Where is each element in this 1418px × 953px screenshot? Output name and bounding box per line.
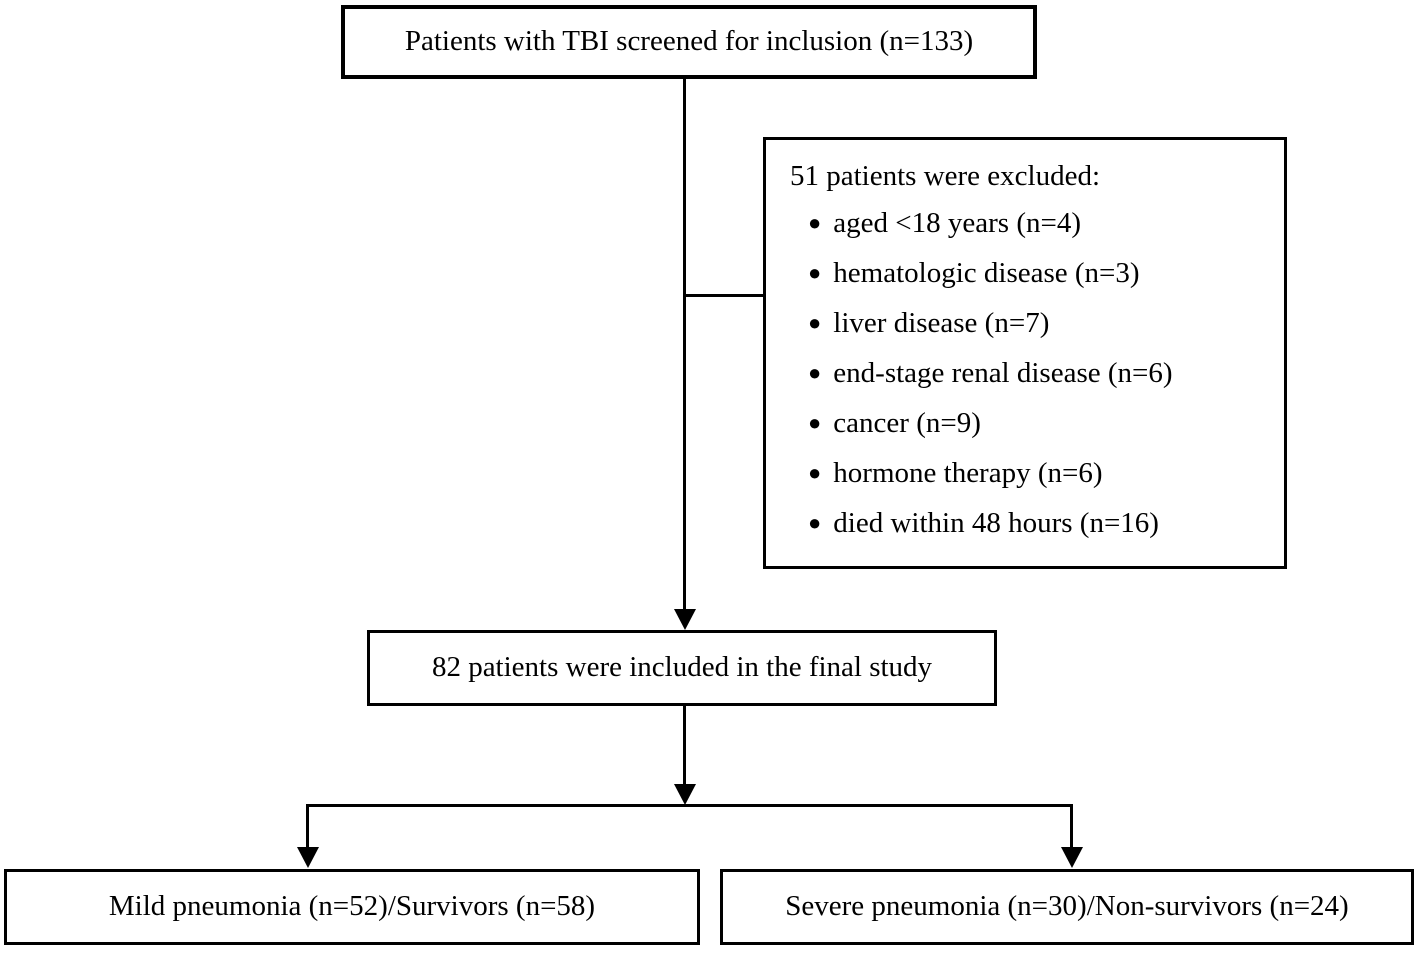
connector-branch-to-excluded: [684, 294, 763, 297]
excluded-list-item: ● aged <18 years (n=4): [790, 207, 1274, 257]
bullet-icon: ●: [808, 310, 822, 335]
connector-split-to-severe: [1070, 804, 1073, 848]
node-included-label: 82 patients were included in the final s…: [431, 651, 933, 684]
excluded-item-label: end-stage renal disease (n=6): [833, 357, 1173, 389]
excluded-item-label: cancer (n=9): [833, 407, 981, 439]
excluded-list-item: ● cancer (n=9): [790, 407, 1274, 457]
bullet-icon: ●: [808, 510, 822, 535]
bullet-icon: ●: [808, 410, 822, 435]
excluded-list: ● aged <18 years (n=4) ● hematologic dis…: [790, 207, 1274, 557]
excluded-title: 51 patients were excluded:: [790, 160, 1101, 192]
bullet-icon: ●: [808, 460, 822, 485]
bullet-icon: ●: [808, 360, 822, 385]
node-severe-pneumonia-label: Severe pneumonia (n=30)/Non-survivors (n…: [785, 890, 1349, 923]
split-horizontal-line: [306, 804, 1073, 807]
excluded-item-label: aged <18 years (n=4): [833, 207, 1082, 239]
bullet-icon: ●: [808, 260, 822, 285]
arrowhead-into-mild: [297, 847, 319, 868]
excluded-item-label: died within 48 hours (n=16): [833, 507, 1159, 539]
excluded-list-item: ● hormone therapy (n=6): [790, 457, 1274, 507]
node-mild-pneumonia-label: Mild pneumonia (n=52)/Survivors (n=58): [108, 890, 596, 923]
excluded-list-item: ● end-stage renal disease (n=6): [790, 357, 1274, 407]
bullet-icon: ●: [808, 210, 822, 235]
node-included: 82 patients were included in the final s…: [367, 630, 997, 706]
excluded-list-item: ● hematologic disease (n=3): [790, 257, 1274, 307]
arrowhead-into-severe: [1061, 847, 1083, 868]
connector-included-to-split: [683, 706, 686, 786]
excluded-list-item: ● liver disease (n=7): [790, 307, 1274, 357]
excluded-item-label: liver disease (n=7): [833, 307, 1050, 339]
connector-screened-to-included: [683, 79, 686, 609]
arrowhead-into-split: [674, 784, 696, 805]
excluded-item-label: hematologic disease (n=3): [833, 257, 1140, 289]
connector-split-to-mild: [306, 804, 309, 848]
node-excluded: 51 patients were excluded: ● aged <18 ye…: [763, 137, 1287, 569]
node-mild-pneumonia: Mild pneumonia (n=52)/Survivors (n=58): [4, 869, 700, 945]
excluded-list-item: ● died within 48 hours (n=16): [790, 507, 1274, 557]
node-screened: Patients with TBI screened for inclusion…: [341, 5, 1037, 79]
arrowhead-into-included: [674, 609, 696, 630]
node-screened-label: Patients with TBI screened for inclusion…: [404, 25, 974, 58]
excluded-item-label: hormone therapy (n=6): [833, 457, 1103, 489]
node-severe-pneumonia: Severe pneumonia (n=30)/Non-survivors (n…: [720, 869, 1414, 945]
